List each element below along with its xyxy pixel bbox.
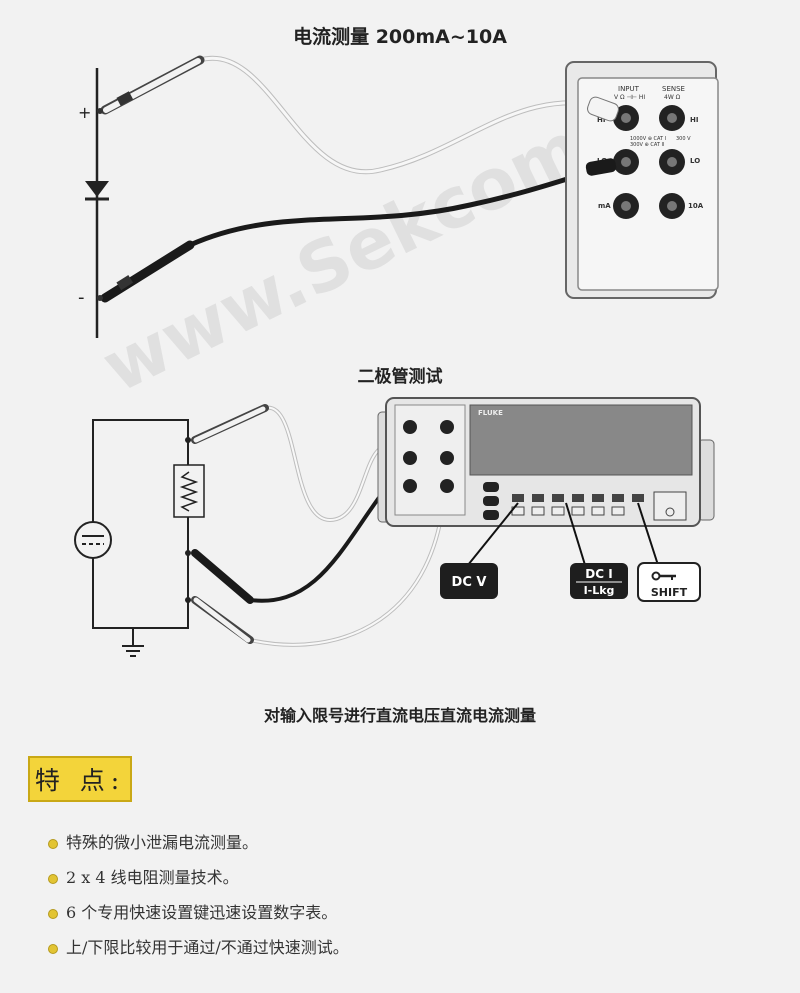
multimeter-device: FLUKE	[377, 397, 715, 566]
svg-text:INPUT: INPUT	[618, 85, 640, 93]
svg-text:DC V: DC V	[452, 575, 487, 590]
svg-text:FLUKE: FLUKE	[478, 409, 503, 417]
feature-text: 6 个专用快速设置键迅速设置数字表。	[66, 903, 338, 922]
diode-circuit: + -	[78, 68, 109, 338]
diagram2-probes	[191, 404, 447, 647]
feature-item: 特殊的微小泄漏电流测量。	[48, 832, 748, 867]
resistor-icon	[173, 464, 205, 518]
bullet-icon	[48, 839, 58, 849]
bullet-icon	[48, 909, 58, 919]
feature-text: 特殊的微小泄漏电流测量。	[66, 833, 259, 852]
feature-item: 2 x 4 线电阻测量技术。	[48, 867, 748, 902]
bullet-icon	[48, 944, 58, 954]
key-icon	[651, 571, 676, 581]
diagram2-title: 二极管测试	[357, 367, 443, 387]
feature-text: 2 x 4 线电阻测量技术。	[66, 868, 239, 887]
svg-text:SENSE: SENSE	[662, 85, 685, 93]
resistor-circuit	[74, 419, 205, 657]
battery-icon	[74, 521, 112, 559]
svg-text:10A: 10A	[688, 202, 704, 210]
svg-text:300 V: 300 V	[676, 136, 691, 142]
callout-shift: SHIFT	[637, 562, 701, 602]
callout-dcv: DC V	[440, 563, 498, 599]
black-probe	[97, 162, 616, 303]
svg-text:V Ω ⊣⊢ HI: V Ω ⊣⊢ HI	[614, 94, 645, 101]
diode-symbol	[85, 181, 109, 197]
svg-text:HI: HI	[597, 116, 605, 124]
meter-panel: INPUT V Ω ⊣⊢ HI SENSE 4W Ω HI HI LO LO m…	[565, 61, 719, 299]
plus-label: +	[78, 103, 91, 122]
caption: 对输入限号进行直流电压直流电流测量	[263, 706, 536, 725]
svg-text:LO: LO	[690, 157, 700, 165]
circuit-diagrams: + - INPUT V Ω ⊣⊢ HI SENSE 4W Ω H	[74, 55, 719, 657]
svg-text:I-Lkg: I-Lkg	[584, 584, 615, 597]
bullet-icon	[48, 874, 58, 884]
callout-dci: DC I I-Lkg	[570, 563, 628, 599]
svg-text:1000V ⊕ CAT I: 1000V ⊕ CAT I	[630, 136, 666, 142]
feature-item: 上/下限比较用于通过/不通过快速测试。	[48, 937, 748, 972]
features-badge: 特 点:	[28, 756, 132, 802]
svg-text:SHIFT: SHIFT	[651, 586, 688, 599]
svg-text:4W Ω: 4W Ω	[664, 94, 681, 101]
feature-list: 特殊的微小泄漏电流测量。 2 x 4 线电阻测量技术。 6 个专用快速设置键迅速设置…	[48, 832, 748, 972]
svg-text:300V ⊕ CAT II: 300V ⊕ CAT II	[630, 142, 664, 148]
svg-text:mA: mA	[598, 202, 611, 210]
diagram1-title: 电流测量 200mA~10A	[293, 26, 507, 48]
svg-text:HI: HI	[690, 116, 698, 124]
white-probe	[97, 55, 621, 175]
feature-text: 上/下限比较用于通过/不通过快速测试。	[66, 938, 349, 957]
feature-item: 6 个专用快速设置键迅速设置数字表。	[48, 902, 748, 937]
minus-label: -	[78, 287, 85, 308]
svg-text:DC I: DC I	[585, 567, 612, 581]
